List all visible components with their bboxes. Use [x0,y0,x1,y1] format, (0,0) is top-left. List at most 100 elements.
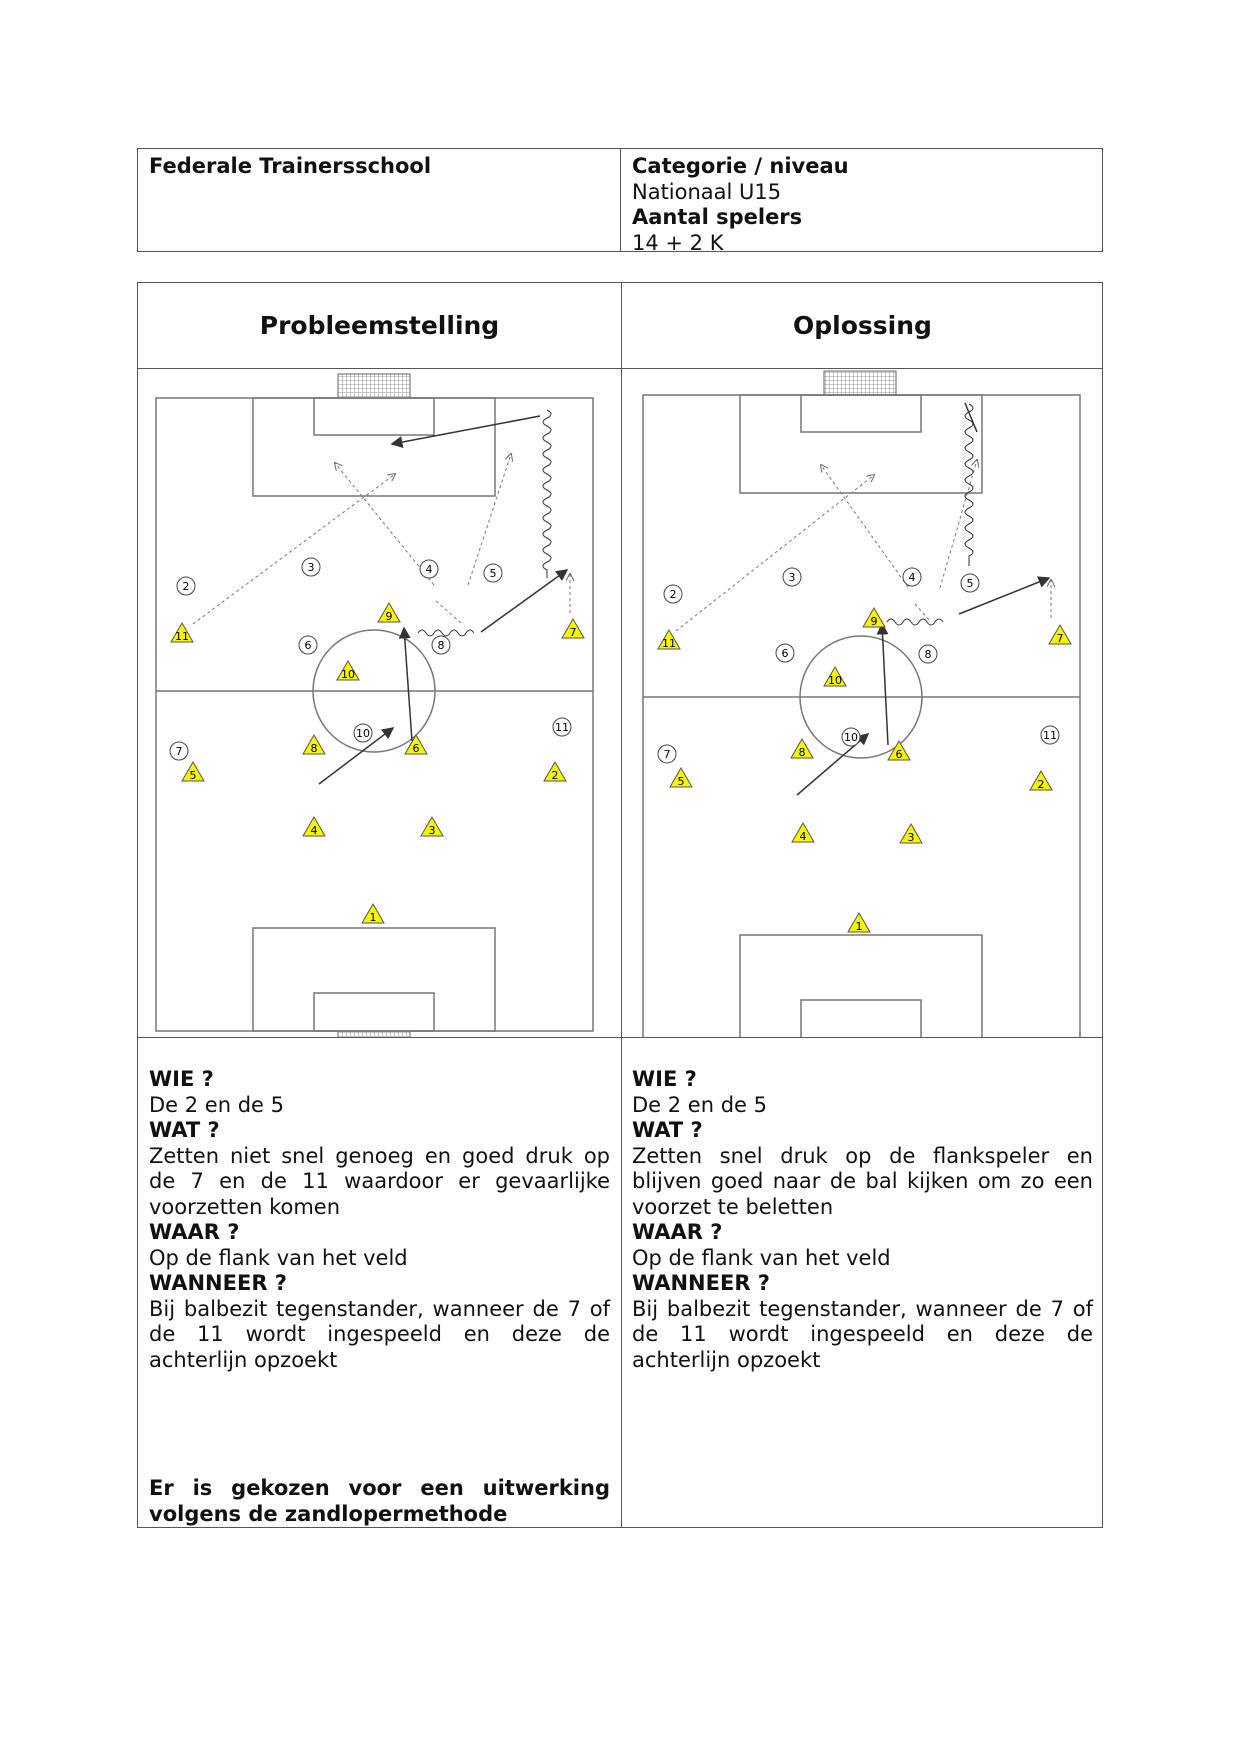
defender-6: 6 [775,643,795,663]
goal-box-bottom [313,992,435,1032]
svg-text:6: 6 [782,647,789,660]
goal-box-bottom [800,999,922,1037]
problem-when-text: Bij balbezit tegenstander, wanneer de 7 … [149,1296,610,1372]
dribble-line [886,618,944,626]
svg-text:2: 2 [1038,778,1045,791]
svg-text:3: 3 [908,831,915,844]
svg-text:11: 11 [1043,729,1057,742]
attacker-5: 5 [181,761,205,782]
category-label: Categorie / niveau [632,154,849,178]
center-circle [312,629,436,753]
attacker-11: 11 [657,629,681,650]
solution-when-label: WANNEER ? [632,1271,770,1295]
defender-5: 5 [960,573,980,593]
header-info-cell: Categorie / niveau Nationaal U15 Aantal … [621,149,1102,255]
pass-arrow [876,622,889,746]
svg-text:11: 11 [662,637,676,650]
svg-text:3: 3 [308,561,315,574]
attacker-7: 7 [1048,624,1072,645]
svg-text:1: 1 [856,920,863,933]
goalkeeper-1: 1 [361,903,385,924]
goal-net-top [823,370,897,396]
solution-who-label: WIE ? [632,1067,697,1091]
svg-text:7: 7 [664,748,671,761]
svg-text:3: 3 [789,571,796,584]
problem-who-text: De 2 en de 5 [149,1092,284,1117]
problem-what-label: WAT ? [149,1118,220,1142]
svg-text:5: 5 [190,769,197,782]
svg-text:8: 8 [925,648,932,661]
solution-what-text: Zetten snel druk op de flankspeler en bl… [632,1143,1093,1219]
penalty-box-top [252,397,496,497]
svg-text:9: 9 [871,615,878,628]
solution-what-label: WAT ? [632,1118,703,1142]
defender-10: 10 [841,727,861,747]
problem-when-label: WANNEER ? [149,1271,287,1295]
header-table: Federale Trainersschool Categorie / nive… [137,148,1103,255]
defender-11: 11 [1040,725,1060,745]
attacker-9: 9 [377,602,401,623]
goal-box-top [800,394,922,433]
players-label: Aantal spelers [632,205,803,229]
attacker-10: 10 [823,666,847,687]
svg-text:1: 1 [370,911,377,924]
main-table: Probleemstelling Oplossing [137,282,1103,1528]
svg-text:2: 2 [183,580,190,593]
goalkeeper-1: 1 [847,912,871,933]
solution-pitch-svg: 2 3 4 5 6 8 7 10 11 11 9 7 10 8 6 5 2 4 … [642,370,1081,1037]
pass-arrow [318,727,395,785]
defender-7: 7 [657,744,677,764]
penalty-box-top [739,394,983,494]
solution-when-text: Bij balbezit tegenstander, wanneer de 7 … [632,1296,1093,1372]
svg-text:3: 3 [429,824,436,837]
run-line-dashed [435,600,462,624]
problem-pitch-svg: 2 3 4 5 6 8 7 10 11 11 9 7 10 8 6 5 2 4 … [155,373,594,1037]
defender-4: 4 [902,567,922,587]
defender-5: 5 [483,563,503,583]
column-divider [621,283,622,1527]
defender-4: 4 [419,559,439,579]
svg-text:6: 6 [896,748,903,761]
goal-net-top [337,373,411,399]
pressure-line [964,402,978,433]
svg-text:8: 8 [311,742,318,755]
players-value: 14 + 2 K [632,230,724,255]
svg-text:11: 11 [175,630,189,643]
field-outline [642,394,1081,1037]
svg-text:4: 4 [800,830,807,843]
header-school-cell: Federale Trainersschool [138,149,621,251]
solution-where-text: Op de flank van het veld [632,1245,891,1270]
attacker-4: 4 [302,816,326,837]
problem-title: Probleemstelling [259,311,500,340]
svg-text:10: 10 [828,674,842,687]
problem-what-text: Zetten niet snel genoeg en goed druk op … [149,1143,610,1219]
attacker-8: 8 [302,734,326,755]
solution-where-label: WAAR ? [632,1220,723,1244]
defender-2: 2 [176,576,196,596]
svg-text:5: 5 [967,577,974,590]
svg-text:6: 6 [413,742,420,755]
cross-arrow [390,415,541,448]
attacker-4: 4 [791,822,815,843]
attacker-2: 2 [1029,770,1053,791]
attacker-2: 2 [543,761,567,782]
run-line-dashed [467,454,511,586]
svg-text:9: 9 [386,610,393,623]
penalty-box-bottom [739,934,983,1037]
defender-3: 3 [782,567,802,587]
run-line-dashed [335,463,435,586]
run-line-dashed [821,465,909,588]
goal-box-top [313,397,435,436]
svg-text:2: 2 [552,769,559,782]
problem-diagram: 2 3 4 5 6 8 7 10 11 11 9 7 10 8 6 5 2 4 … [138,368,621,1125]
pass-arrow [480,569,569,633]
svg-text:4: 4 [909,571,916,584]
defender-2: 2 [663,584,683,604]
svg-text:7: 7 [1057,632,1064,645]
row-divider-diagram [138,1037,1102,1038]
svg-text:10: 10 [844,731,858,744]
dribble-line [417,629,475,637]
attacker-3: 3 [899,823,923,844]
attacker-6: 6 [404,734,428,755]
school-name: Federale Trainersschool [149,154,432,178]
